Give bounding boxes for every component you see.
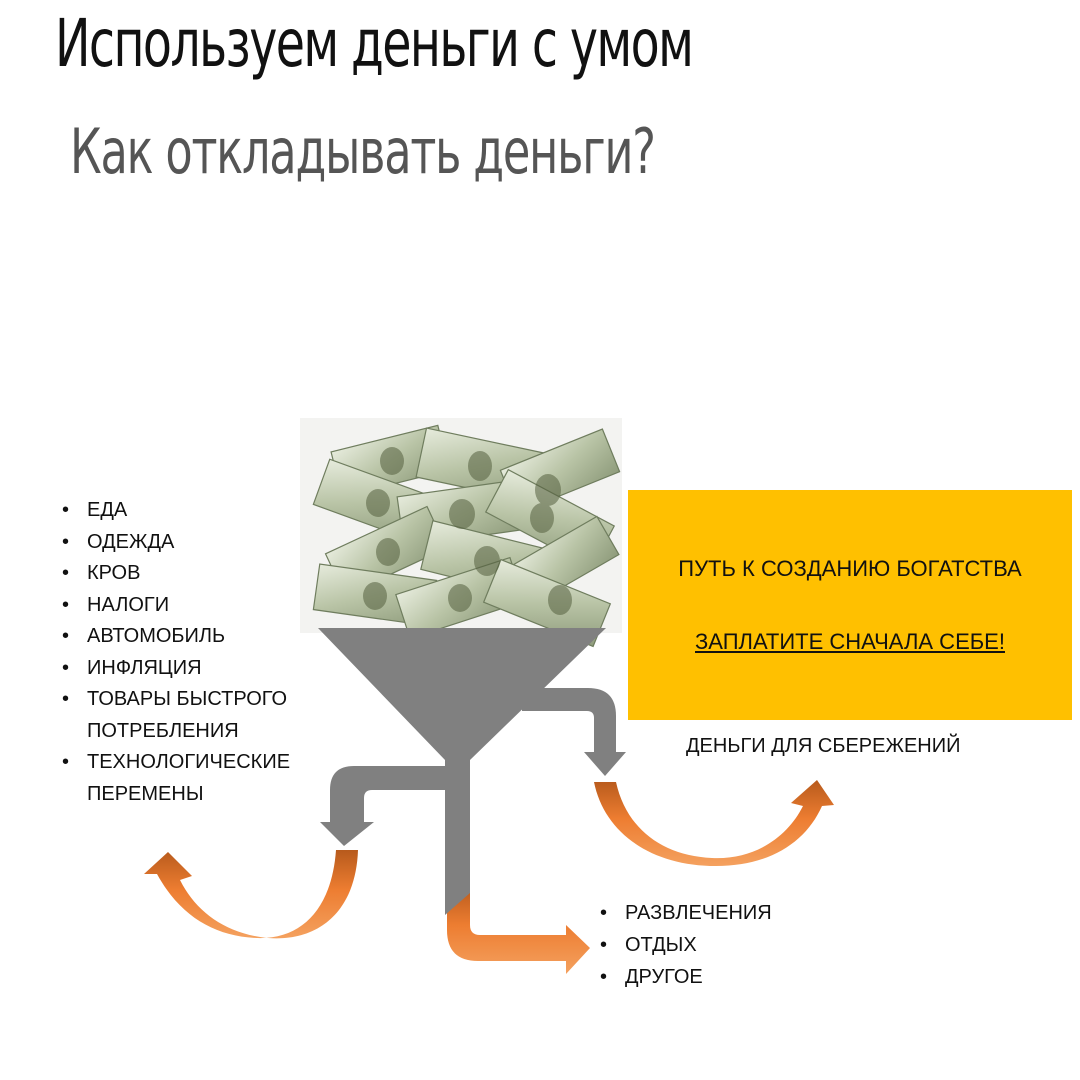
page-subtitle: Как откладывать деньги? (70, 115, 656, 188)
list-item: РАЗВЛЕЧЕНИЯ (598, 897, 772, 929)
list-item: ОТДЫХ (598, 929, 772, 961)
list-item: АВТОМОБИЛЬ (60, 621, 330, 653)
expenses-list: ЕДА ОДЕЖДА КРОВ НАЛОГИ АВТОМОБИЛЬ ИНФЛЯЦ… (60, 495, 330, 810)
list-item: ОДЕЖДА (60, 527, 330, 559)
wealth-slogan: ЗАПЛАТИТЕ СНАЧАЛА СЕБЕ! (695, 629, 1005, 654)
list-item: НАЛОГИ (60, 590, 330, 622)
savings-curve-arrow (594, 780, 834, 866)
list-item: КРОВ (60, 558, 330, 590)
expenses-flow-arrow (320, 766, 448, 846)
other-list: РАЗВЛЕЧЕНИЯ ОТДЫХ ДРУГОЕ (598, 897, 772, 993)
savings-label: ДЕНЬГИ ДЛЯ СБЕРЕЖЕНИЙ (686, 735, 961, 757)
funnel-shape (318, 628, 606, 915)
money-pile-image (300, 418, 622, 648)
list-item: ЕДА (60, 495, 330, 527)
page-title: Используем деньги с умом (55, 5, 694, 82)
expenses-curve-arrow (144, 850, 358, 939)
list-item: ТОВАРЫ БЫСТРОГО ПОТРЕБЛЕНИЯ (60, 684, 330, 747)
list-item: ТЕХНОЛОГИЧЕСКИЕ ПЕРЕМЕНЫ (60, 747, 330, 810)
savings-flow-arrow (522, 688, 626, 776)
list-item: ДРУГОЕ (598, 961, 772, 993)
other-flow-arrow (447, 885, 590, 974)
list-item: ИНФЛЯЦИЯ (60, 653, 330, 685)
wealth-box: ПУТЬ К СОЗДАНИЮ БОГАТСТВА ЗАПЛАТИТЕ СНАЧ… (628, 490, 1072, 720)
wealth-heading: ПУТЬ К СОЗДАНИЮ БОГАТСТВА (678, 556, 1022, 581)
